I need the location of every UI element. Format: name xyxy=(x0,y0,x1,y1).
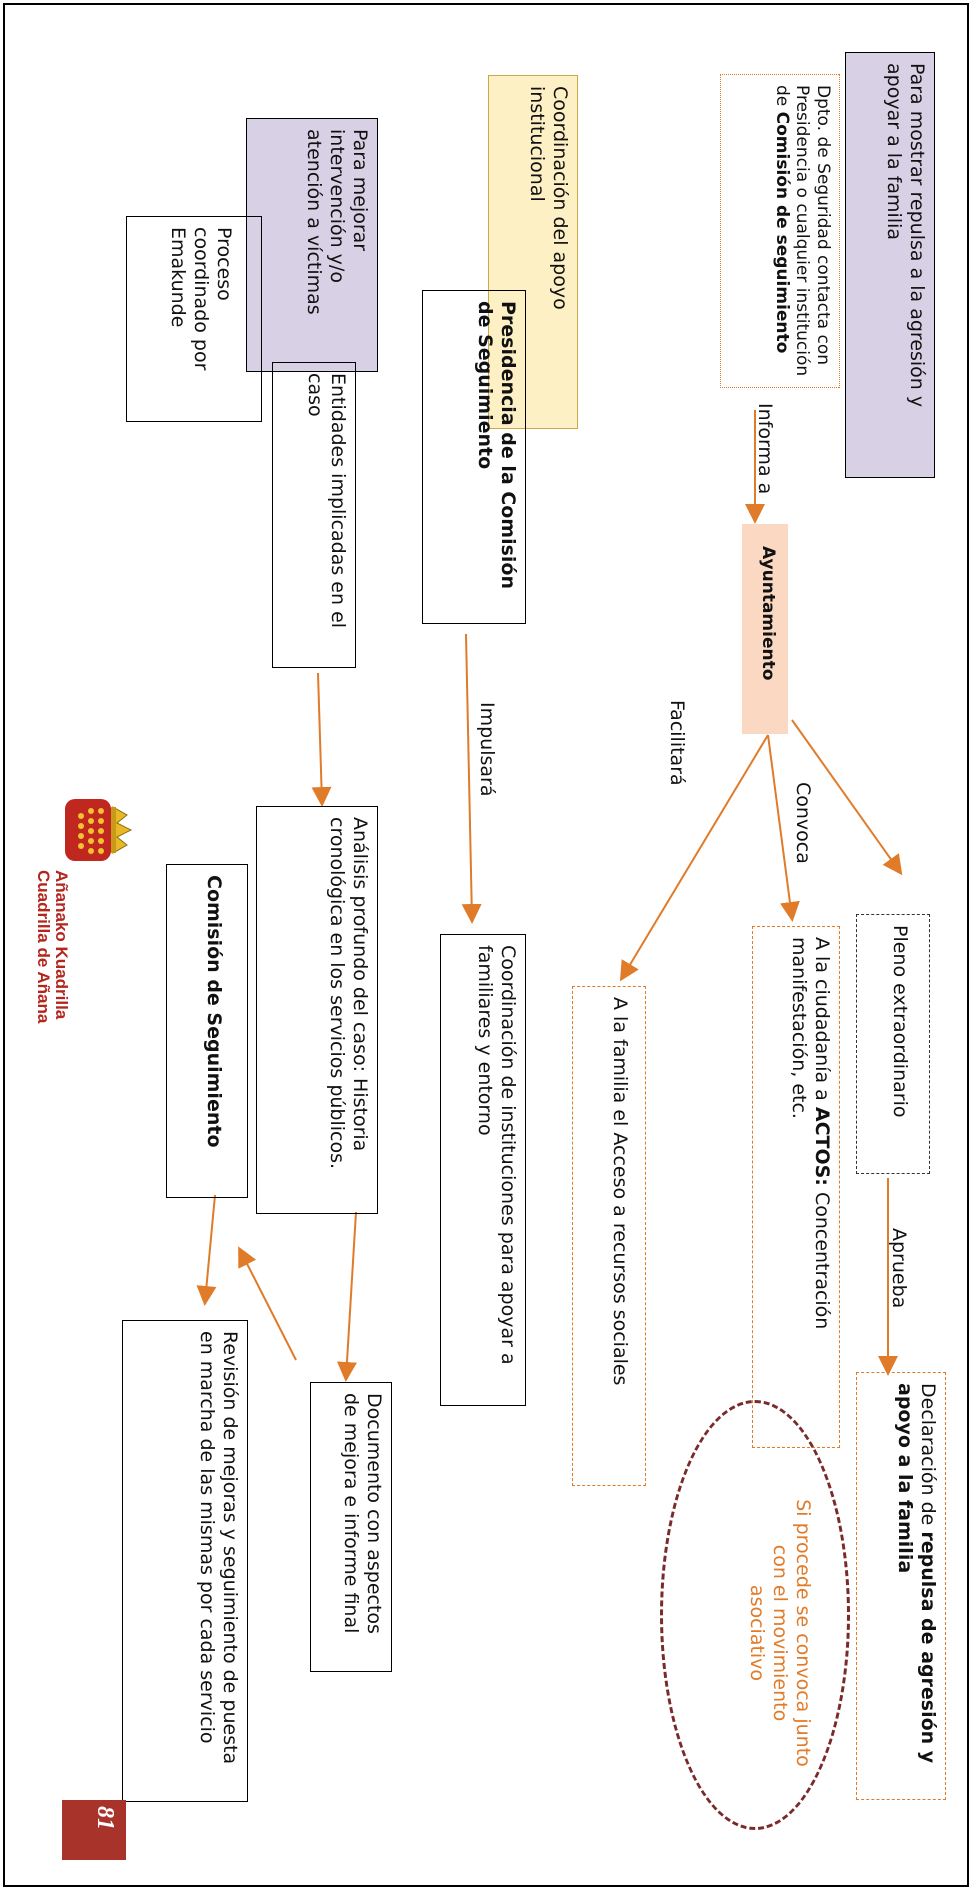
arrow-comision-revision xyxy=(196,1194,217,1306)
node-declaracion: Declaración de repulsa de agresión y apo… xyxy=(856,1372,946,1800)
node-proceso: Proceso coordinado por Emakunde xyxy=(126,216,262,422)
page-number-tab: 81 xyxy=(62,1800,126,1860)
arrow-to-familia xyxy=(619,734,769,982)
node-familia-acceso: A la familia el Acceso a recursos social… xyxy=(572,986,646,1486)
arrow-entidades-analisis xyxy=(311,672,332,807)
node-ayuntamiento: Ayuntamiento xyxy=(742,524,788,734)
cuadrilla-shield-icon xyxy=(65,799,133,861)
label-aprueba: Aprueba xyxy=(888,1228,910,1309)
arrow-documento-analisis xyxy=(238,1246,297,1361)
node-comision-seguimiento: Comisión de Seguimiento xyxy=(166,864,248,1198)
node-ciudadania: A la ciudadanía a ACTOS: Concentración m… xyxy=(752,926,840,1448)
node-presidencia: Presidencia de la Comisión de Seguimient… xyxy=(422,290,526,624)
node-documento: Documento con aspectos de mejora e infor… xyxy=(310,1382,392,1672)
ellipse-si-procede xyxy=(660,1400,850,1830)
page-frame xyxy=(3,3,969,1887)
label-convoca: Convoca xyxy=(792,782,814,864)
arrow-impulsara xyxy=(461,633,482,924)
node-mostrar-repulsa: Para mostrar repulsa a la agresión y apo… xyxy=(845,52,935,478)
node-pleno: Pleno extraordinario xyxy=(856,914,930,1174)
node-si-procede: Si procede se convoca junto con el movim… xyxy=(745,1499,814,1767)
page-number: 81 xyxy=(92,1806,118,1830)
node-entidades: Entidades implicadas en el caso xyxy=(272,362,356,668)
arrow-to-ciudadania xyxy=(767,734,800,922)
label-impulsara: Impulsará xyxy=(476,702,498,797)
node-dpto-seguridad: Dpto. de Seguridad contacta con Presiden… xyxy=(720,74,840,388)
node-coordinacion-instituciones: Coordinación de instituciones para apoya… xyxy=(440,934,526,1406)
node-analisis: Análisis profundo del caso: Historia cro… xyxy=(256,806,378,1214)
node-revision: Revisión de mejoras y seguimiento de pue… xyxy=(122,1320,248,1802)
label-facilitara: Facilitará xyxy=(666,700,688,786)
arrow-to-pleno xyxy=(791,719,903,876)
node-para-mejorar: Para mejorar intervención y/o atención a… xyxy=(246,118,378,372)
label-informa: Informa a xyxy=(754,403,776,495)
logo-text: Añanako Kuadrilla Cuadrilla de Añana xyxy=(34,870,71,1024)
arrow-analisis-documento xyxy=(336,1211,357,1382)
